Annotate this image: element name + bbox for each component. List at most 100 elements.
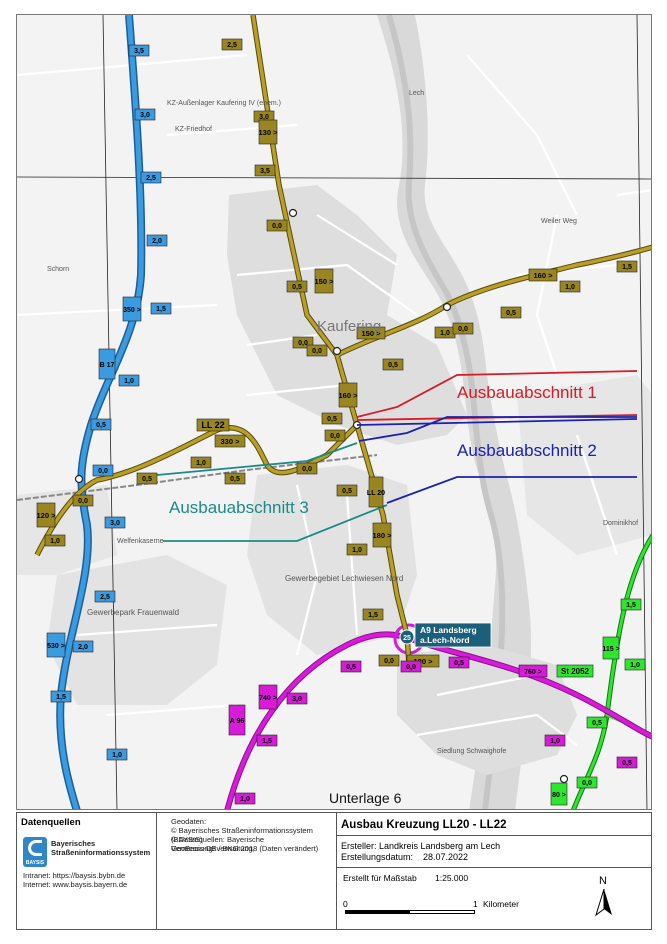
massstab-value: 1:25.000 — [435, 873, 469, 883]
svg-text:1,0: 1,0 — [352, 547, 362, 554]
ersteller-text: Ersteller: Landkreis Landsberg am Lech — [341, 841, 501, 851]
svg-text:1,0: 1,0 — [196, 460, 206, 467]
km-markers-olive: 2,5 3,0 3,5 0,0 0,5 0,0 0,0 0,5 0,0 0,5 … — [44, 38, 638, 667]
massstab-label: Erstellt für Maßstab — [343, 873, 417, 883]
svg-text:130 >: 130 > — [259, 128, 279, 137]
svg-text:1,5: 1,5 — [56, 694, 66, 701]
svg-text:1,0: 1,0 — [440, 330, 450, 337]
road-label-st2052: St 2052 — [561, 667, 590, 676]
svg-text:180 >: 180 > — [373, 531, 393, 540]
svg-text:150 >: 150 > — [362, 329, 382, 338]
svg-text:2,5: 2,5 — [146, 175, 156, 182]
svg-text:0,5: 0,5 — [454, 660, 464, 667]
svg-text:3,0: 3,0 — [140, 112, 150, 119]
km-markers-blue: 3,5 3,0 2,5 2,0 1,5 1,0 0,5 0,0 3,0 2,5 … — [46, 44, 172, 761]
section-lines — [156, 370, 638, 542]
road-label-a96: A 96 — [230, 718, 245, 725]
svg-text:100 >: 100 > — [414, 657, 434, 666]
svg-text:0,0: 0,0 — [384, 658, 394, 665]
road-label-ll20: LL 20 — [367, 490, 385, 497]
svg-text:80 >: 80 > — [552, 792, 566, 799]
svg-text:3,5: 3,5 — [260, 168, 270, 175]
place-welfenkaserne: Welfenkaserne — [117, 538, 164, 545]
north-arrow-icon — [595, 889, 612, 917]
divider-1 — [337, 835, 651, 836]
exit-line2: a.Lech-Nord — [420, 635, 470, 645]
baysis-logo-text: BAYSIS — [25, 860, 45, 866]
svg-text:0,5: 0,5 — [388, 362, 398, 369]
svg-text:1,0: 1,0 — [50, 538, 60, 545]
svg-text:160 >: 160 > — [534, 271, 554, 280]
svg-text:760 >: 760 > — [524, 669, 542, 676]
road-label-ll22: LL 22 — [201, 420, 224, 430]
divider-2 — [337, 867, 651, 868]
road-labels: LL 22 LL 20 B 17 A 96 St 2052 — [98, 348, 594, 736]
datenquellen-title: Datenquellen — [21, 817, 81, 828]
km-markers-magenta: 0,5 0,0 3,0 1,5 1,0 0,5 1,0 0,5 740 > 76… — [234, 656, 638, 805]
km-markers-green: 1,5 1,0 0,5 0,0 115 > 80 > — [550, 598, 646, 806]
exit-number: 25 — [403, 635, 411, 642]
svg-text:0,0: 0,0 — [78, 498, 88, 505]
svg-text:2,0: 2,0 — [152, 238, 162, 245]
place-kaufering: Kaufering — [317, 318, 381, 335]
section-label-1: Ausbauabschnitt 1 — [457, 383, 597, 402]
map-canvas: 2,5 3,0 3,5 0,0 0,5 0,0 0,0 0,5 0,0 0,5 … — [17, 15, 651, 809]
svg-text:3,5: 3,5 — [134, 48, 144, 55]
svg-text:0,0: 0,0 — [98, 468, 108, 475]
svg-text:1,5: 1,5 — [368, 612, 378, 619]
section-label-2: Ausbauabschnitt 2 — [457, 441, 597, 460]
geodaten-line-1: © Bayerisches Straßeninformationssystem … — [171, 826, 313, 844]
svg-text:0,0: 0,0 — [458, 326, 468, 333]
svg-text:0,5: 0,5 — [142, 476, 152, 483]
geodaten-line-3: GeoBasis-DE / BKG 2018 (Daten verändert) — [171, 844, 319, 853]
svg-text:1,0: 1,0 — [565, 284, 575, 291]
place-labels: Kaufering KZ-Außenlager Kaufering IV (eh… — [47, 90, 638, 755]
svg-text:0,5: 0,5 — [292, 284, 302, 291]
unterlage-label: Unterlage 6 — [329, 790, 402, 806]
svg-text:115 >: 115 > — [602, 646, 619, 653]
baysis-logo-mark — [28, 840, 42, 856]
svg-text:150 >: 150 > — [315, 277, 335, 286]
exit-line1: A9 Landsberg — [420, 625, 477, 635]
svg-text:350 >: 350 > — [123, 307, 141, 314]
river-lech — [377, 15, 532, 809]
svg-text:0,0: 0,0 — [302, 466, 312, 473]
svg-text:0,0: 0,0 — [298, 340, 308, 347]
grid-lines — [17, 15, 651, 809]
svg-text:0,5: 0,5 — [342, 488, 352, 495]
svg-text:120 >: 120 > — [37, 511, 57, 520]
svg-text:0,0: 0,0 — [582, 780, 592, 787]
scale-bar-fill — [346, 911, 410, 913]
baysis-name-2: Straßeninformationssystem — [51, 848, 151, 857]
svg-text:1,0: 1,0 — [240, 796, 250, 803]
place-siedlung: Siedlung Schwaighofe — [437, 748, 506, 755]
datenquellen-block: Datenquellen BAYSIS Bayerisches Straßeni… — [17, 813, 157, 929]
place-gewerbegebiet: Gewerbegebiet Lechwiesen Nord — [285, 574, 403, 583]
place-dominikhof: Dominikhof — [603, 520, 638, 527]
svg-text:1,5: 1,5 — [156, 306, 166, 313]
geodaten-line-2: © Datenquellen: Bayerische Vermessungsve… — [171, 835, 265, 853]
svg-text:330 >: 330 > — [221, 437, 241, 446]
svg-text:0,0: 0,0 — [330, 433, 340, 440]
north-label: N — [599, 875, 607, 887]
internet-link[interactable]: Internet: www.baysis.bayern.de — [23, 880, 128, 889]
svg-text:1,0: 1,0 — [550, 738, 560, 745]
svg-text:1,5: 1,5 — [622, 264, 632, 271]
intranet-link[interactable]: Intranet: https://baysis.bybn.de — [23, 871, 126, 880]
minor-roads — [17, 53, 651, 746]
area-kaufering — [227, 185, 467, 445]
network-nodes — [74, 208, 569, 784]
svg-text:0,0: 0,0 — [312, 348, 322, 355]
svg-text:3,0: 3,0 — [292, 696, 302, 703]
svg-text:740 >: 740 > — [259, 695, 277, 702]
svg-text:160 >: 160 > — [339, 391, 359, 400]
svg-text:0,0: 0,0 — [272, 223, 282, 230]
svg-text:0,5: 0,5 — [96, 422, 106, 429]
exit-sign: 25 A9 Landsberg a.Lech-Nord — [399, 622, 492, 648]
place-gewerbepark: Gewerbepark Frauenwald — [87, 608, 179, 617]
svg-text:1,5: 1,5 — [626, 602, 636, 609]
svg-text:3,0: 3,0 — [110, 520, 120, 527]
svg-text:0,0: 0,0 — [406, 664, 416, 671]
svg-text:0,5: 0,5 — [230, 476, 240, 483]
scale-unit: Kilometer — [483, 899, 519, 909]
